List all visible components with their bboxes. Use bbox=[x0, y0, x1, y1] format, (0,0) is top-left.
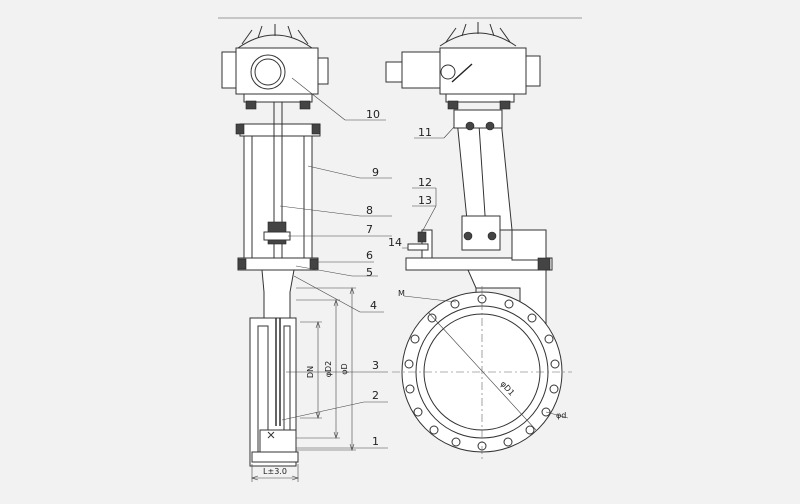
dim-l-label: L±3.0 bbox=[263, 467, 287, 476]
part-label-8: 8 bbox=[366, 204, 373, 217]
bolt bbox=[311, 123, 321, 135]
dim-d-label: φD bbox=[340, 363, 349, 374]
part-label-9: 9 bbox=[372, 166, 379, 179]
handwheel-front bbox=[237, 24, 313, 49]
part-label-4: 4 bbox=[370, 299, 377, 312]
dim-d2-label: φD2 bbox=[324, 361, 333, 378]
part-label-3: 3 bbox=[372, 359, 379, 372]
part-label-1: 1 bbox=[372, 435, 379, 448]
bolt bbox=[237, 258, 247, 270]
part-number-labels: 10 9 8 7 6 5 4 3 2 1 11 12 13 14 bbox=[366, 108, 432, 448]
top-plate-front bbox=[239, 123, 321, 137]
part-label-5: 5 bbox=[366, 266, 373, 279]
part-label-12: 12 bbox=[418, 176, 432, 189]
dim-bolt-hole-label: φd bbox=[556, 411, 566, 420]
bolt bbox=[235, 123, 245, 135]
part-label-13: 13 bbox=[418, 194, 432, 207]
actuator-side bbox=[385, 47, 541, 110]
handwheel-side bbox=[439, 22, 517, 47]
part-label-10: 10 bbox=[366, 108, 380, 121]
part-label-2: 2 bbox=[372, 389, 379, 402]
part-label-7: 7 bbox=[366, 223, 373, 236]
part-label-11: 11 bbox=[418, 126, 432, 139]
part-label-6: 6 bbox=[366, 249, 373, 262]
dim-thread-label: M bbox=[398, 289, 405, 298]
actuator-front bbox=[221, 47, 329, 110]
lever-block bbox=[461, 215, 501, 251]
valve-body-front bbox=[249, 317, 299, 467]
front-dimensions bbox=[251, 287, 356, 482]
bottom-plate-front bbox=[237, 257, 319, 271]
packing-neck bbox=[261, 269, 295, 319]
part-label-14: 14 bbox=[388, 236, 402, 249]
part-leaders bbox=[279, 77, 465, 449]
bolt bbox=[309, 258, 319, 270]
side-view bbox=[385, 22, 572, 460]
front-view: DN φD2 φD L±3.0 bbox=[221, 24, 356, 482]
